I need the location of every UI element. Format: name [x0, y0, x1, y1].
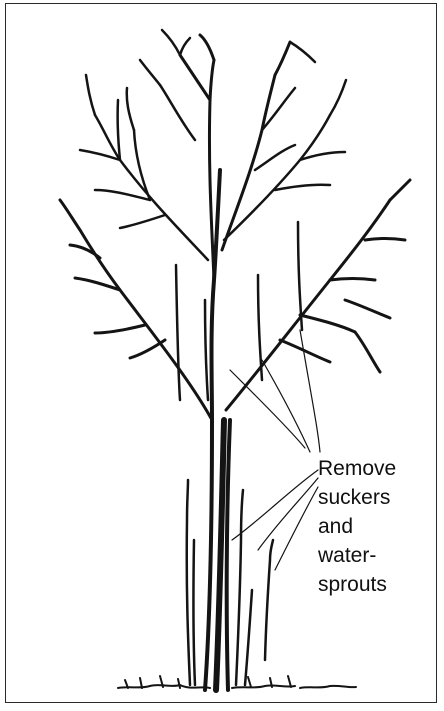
callout-text-line: sprouts: [318, 572, 387, 598]
callout-text-line: Remove: [318, 456, 396, 482]
lower-left-scaffold: [60, 200, 212, 420]
lower-right-scaffold: [226, 180, 410, 410]
trunk: [205, 170, 230, 690]
suckers: [187, 480, 273, 685]
callout-text-line: suckers: [318, 485, 390, 511]
callout-leaders: [230, 330, 320, 570]
callout-text-line: water-: [318, 543, 376, 569]
watersprouts: [176, 222, 302, 400]
callout-text-line: and: [318, 514, 353, 540]
upper-right-branches: [224, 42, 346, 240]
upper-left-branches: [80, 30, 208, 260]
